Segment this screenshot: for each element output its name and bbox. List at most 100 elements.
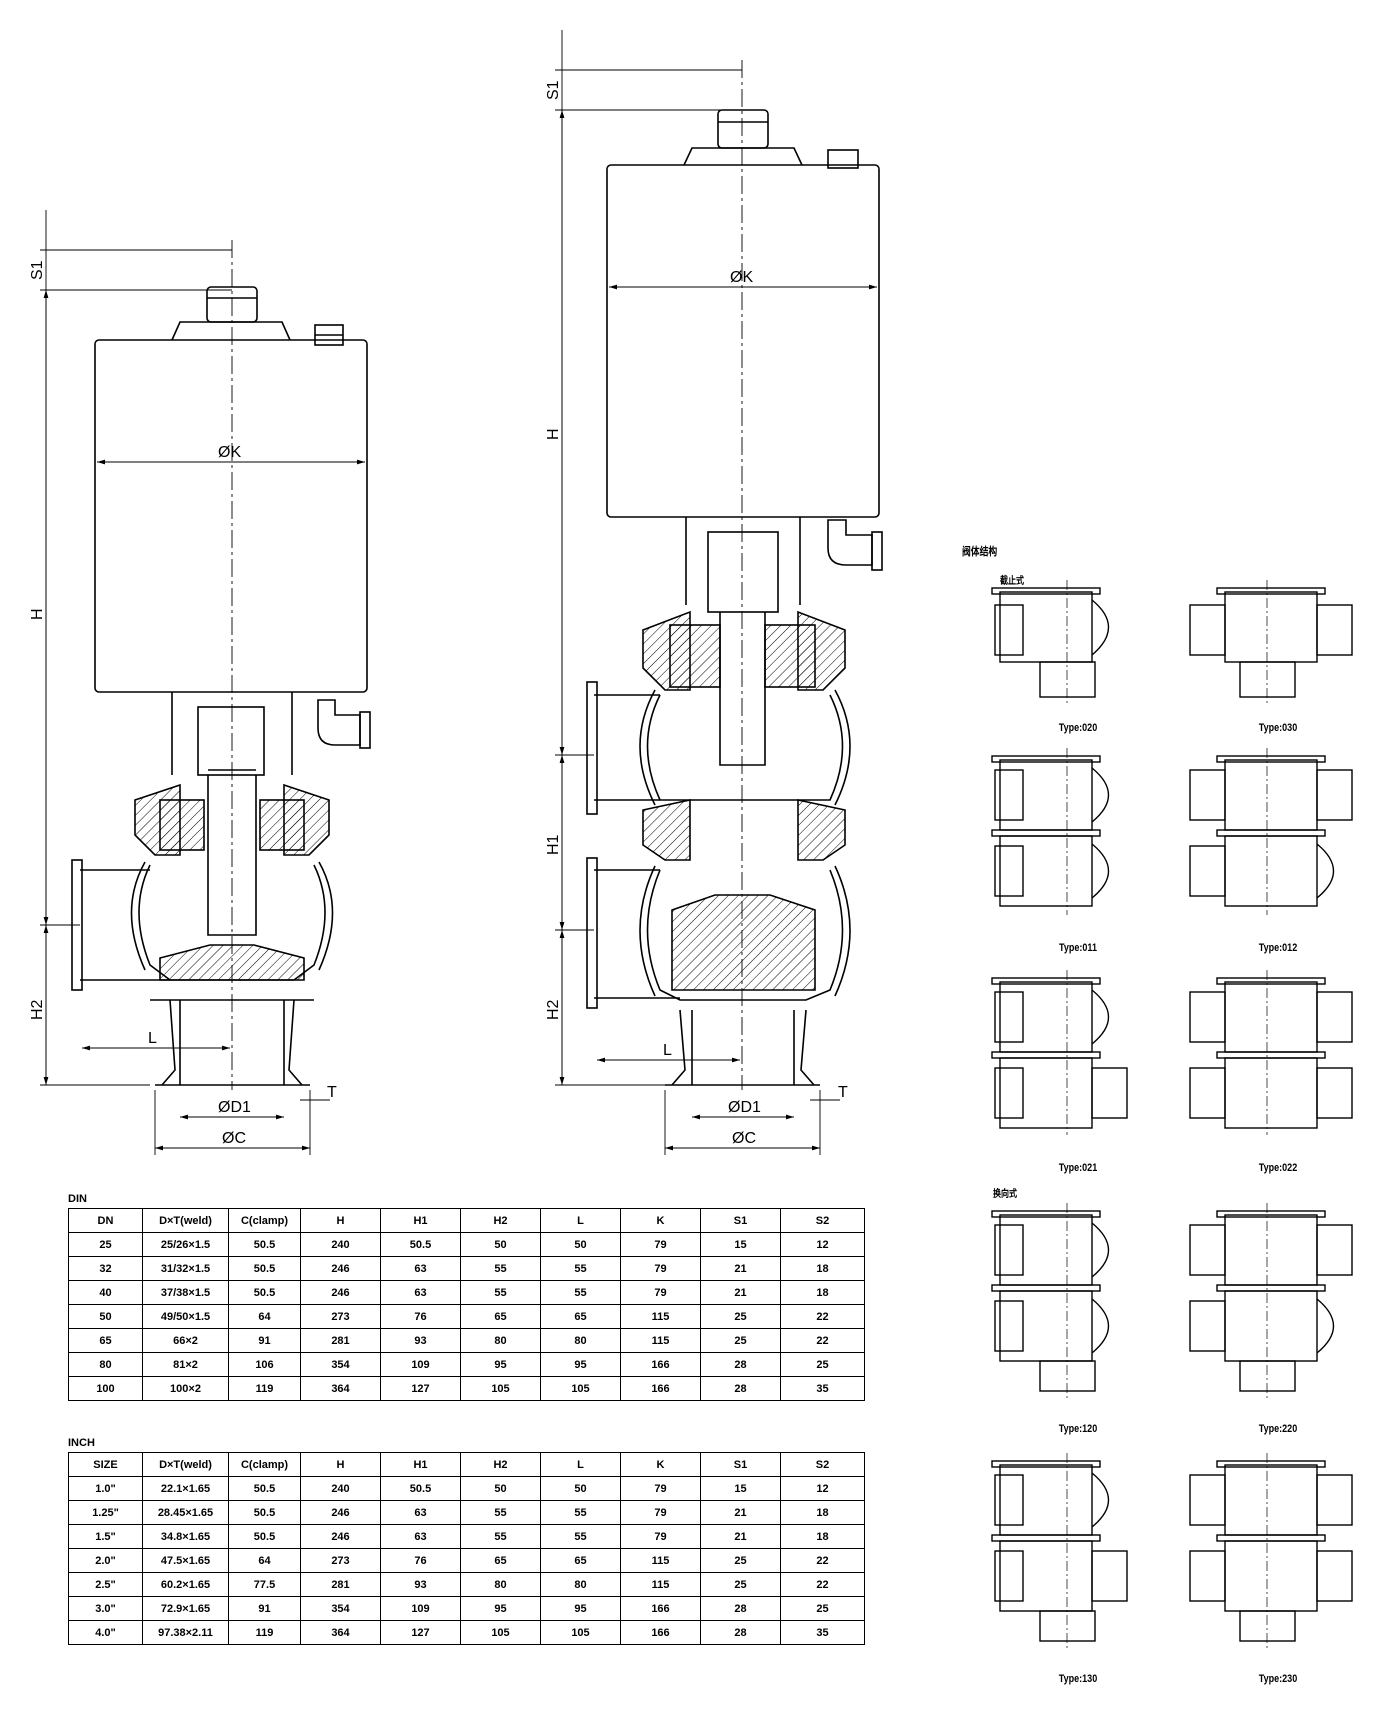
body-type-130-diagram (991, 1453, 1128, 1648)
inch-table-cell: 166 (620, 1620, 701, 1645)
single-seat-valve-view (40, 210, 371, 1155)
din-table-cell: 246 (300, 1256, 381, 1281)
inch-table-cell: 22 (780, 1572, 865, 1597)
din-header-cell: S1 (700, 1208, 781, 1233)
inch-header-cell: L (540, 1452, 621, 1477)
inch-table-cell: 21 (700, 1524, 781, 1549)
din-table-cell: 32 (68, 1256, 143, 1281)
body-type-230-diagram (1189, 1453, 1353, 1648)
din-table-cell: 50 (68, 1304, 143, 1329)
body-type-012-diagram (1189, 748, 1353, 915)
din-table-cell: 80 (540, 1328, 621, 1353)
left-dim-d1: ØD1 (218, 1099, 251, 1116)
din-table-cell: 166 (620, 1376, 701, 1401)
din-table-cell: 50.5 (228, 1232, 301, 1257)
din-table-cell: 273 (300, 1304, 381, 1329)
din-header-cell: H2 (460, 1208, 541, 1233)
din-header-cell: K (620, 1208, 701, 1233)
din-table-cell: 50 (460, 1232, 541, 1257)
inch-table-cell: 25 (780, 1596, 865, 1621)
body-type-120-diagram (991, 1203, 1109, 1398)
inch-table-cell: 246 (300, 1524, 381, 1549)
inch-table-cell: 246 (300, 1500, 381, 1525)
din-table-cell: 63 (380, 1256, 461, 1281)
din-header-cell: L (540, 1208, 621, 1233)
right-dim-l: L (663, 1042, 672, 1059)
din-table-cell: 166 (620, 1352, 701, 1377)
inch-table-cell: 105 (460, 1620, 541, 1645)
din-table-cell: 35 (780, 1376, 865, 1401)
inch-table-cell: 55 (460, 1524, 541, 1549)
type-label-012: Type:012 (1258, 942, 1298, 954)
inch-table-cell: 55 (540, 1524, 621, 1549)
type-label-021: Type:021 (1058, 1162, 1098, 1174)
inch-table-cell: 25 (700, 1572, 781, 1597)
inch-table-cell: 77.5 (228, 1572, 301, 1597)
inch-table-title: INCH (68, 1437, 95, 1449)
din-header-cell: H1 (380, 1208, 461, 1233)
left-dim-c: ØC (222, 1130, 246, 1147)
body-structure-title: 阀体结构 (962, 546, 998, 558)
inch-table-cell: 4.0" (68, 1620, 143, 1645)
body-type-021-diagram (991, 970, 1128, 1135)
right-dim-t: T (838, 1084, 848, 1101)
right-dim-h: H (545, 428, 562, 440)
din-table-cell: 37/38×1.5 (142, 1280, 229, 1305)
inch-table-cell: 166 (620, 1596, 701, 1621)
inch-table-cell: 80 (540, 1572, 621, 1597)
din-table-cell: 79 (620, 1256, 701, 1281)
right-dim-s1: S1 (545, 80, 562, 100)
body-type-022-diagram (1189, 970, 1353, 1135)
din-table-cell: 95 (540, 1352, 621, 1377)
inch-table-cell: 109 (380, 1596, 461, 1621)
left-dim-h: H (29, 608, 46, 620)
inch-table-cell: 95 (540, 1596, 621, 1621)
din-table-cell: 49/50×1.5 (142, 1304, 229, 1329)
inch-table-cell: 22 (780, 1548, 865, 1573)
din-header-cell: C(clamp) (228, 1208, 301, 1233)
body-structure-diagrams (991, 580, 1353, 1648)
din-table-cell: 240 (300, 1232, 381, 1257)
din-table-cell: 25 (68, 1232, 143, 1257)
inch-table-cell: 95 (460, 1596, 541, 1621)
right-dim-d1: ØD1 (728, 1099, 761, 1116)
inch-table-cell: 105 (540, 1620, 621, 1645)
din-table-cell: 65 (540, 1304, 621, 1329)
din-table-cell: 55 (460, 1256, 541, 1281)
din-table-cell: 21 (700, 1280, 781, 1305)
inch-table-cell: 50.5 (228, 1524, 301, 1549)
inch-table-cell: 115 (620, 1572, 701, 1597)
din-table-cell: 354 (300, 1352, 381, 1377)
inch-table-cell: 35 (780, 1620, 865, 1645)
type-label-022: Type:022 (1258, 1162, 1298, 1174)
inch-table-cell: 65 (540, 1548, 621, 1573)
din-table-cell: 21 (700, 1256, 781, 1281)
din-table-cell: 15 (700, 1232, 781, 1257)
din-table-cell: 95 (460, 1352, 541, 1377)
inch-header-cell: S2 (780, 1452, 865, 1477)
inch-table-cell: 64 (228, 1548, 301, 1573)
inch-table-cell: 80 (460, 1572, 541, 1597)
right-dim-h1: H1 (545, 834, 562, 855)
din-table-cell: 80 (460, 1328, 541, 1353)
inch-table-cell: 55 (460, 1500, 541, 1525)
inch-table-cell: 18 (780, 1500, 865, 1525)
inch-header-cell: D×T(weld) (142, 1452, 229, 1477)
inch-table-cell: 63 (380, 1500, 461, 1525)
inch-table-cell: 21 (700, 1500, 781, 1525)
din-table-cell: 91 (228, 1328, 301, 1353)
inch-table-cell: 79 (620, 1476, 701, 1501)
inch-header-cell: H1 (380, 1452, 461, 1477)
din-header-cell: H (300, 1208, 381, 1233)
din-table-title: DIN (68, 1193, 87, 1205)
inch-table-cell: 50.5 (228, 1500, 301, 1525)
